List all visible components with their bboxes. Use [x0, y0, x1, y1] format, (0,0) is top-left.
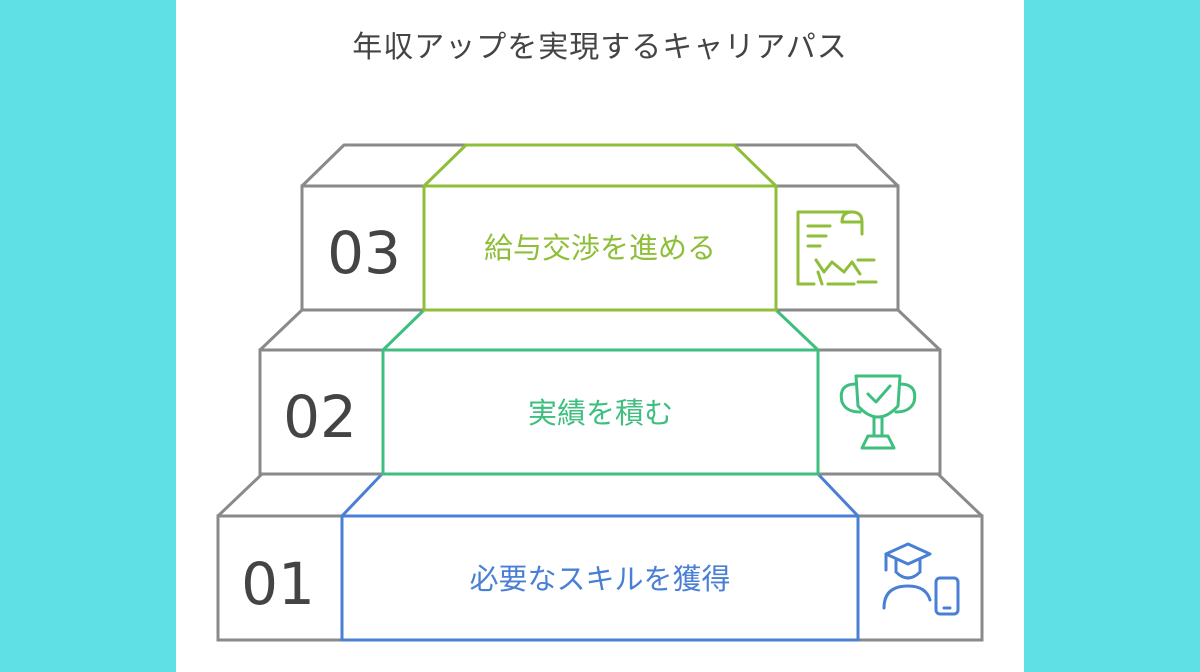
step-label: 給与交渉を進める [484, 231, 716, 265]
step-center-top [340, 472, 860, 518]
step-label: 必要なスキルを獲得 [469, 562, 730, 596]
step-center-top [381, 308, 820, 352]
step-number: 02 [283, 383, 357, 451]
trophy-icon [839, 374, 917, 450]
step-03: 03 給与交渉を進める [300, 143, 900, 312]
step-number: 03 [327, 219, 401, 287]
contract-handshake-icon [796, 210, 878, 286]
step-number: 01 [241, 550, 315, 618]
step-center-top [422, 143, 778, 188]
step-center-box [422, 184, 778, 312]
diagram-title: 年収アップを実現するキャリアパス [352, 30, 848, 65]
step-label: 実績を積む [528, 396, 673, 430]
step-02: 02 実績を積む [258, 308, 942, 476]
graduate-with-phone-icon [882, 542, 960, 616]
step-center-box [340, 514, 860, 642]
step-center-box [381, 348, 820, 476]
step-01: 01 必要なスキルを獲得 [216, 472, 984, 642]
